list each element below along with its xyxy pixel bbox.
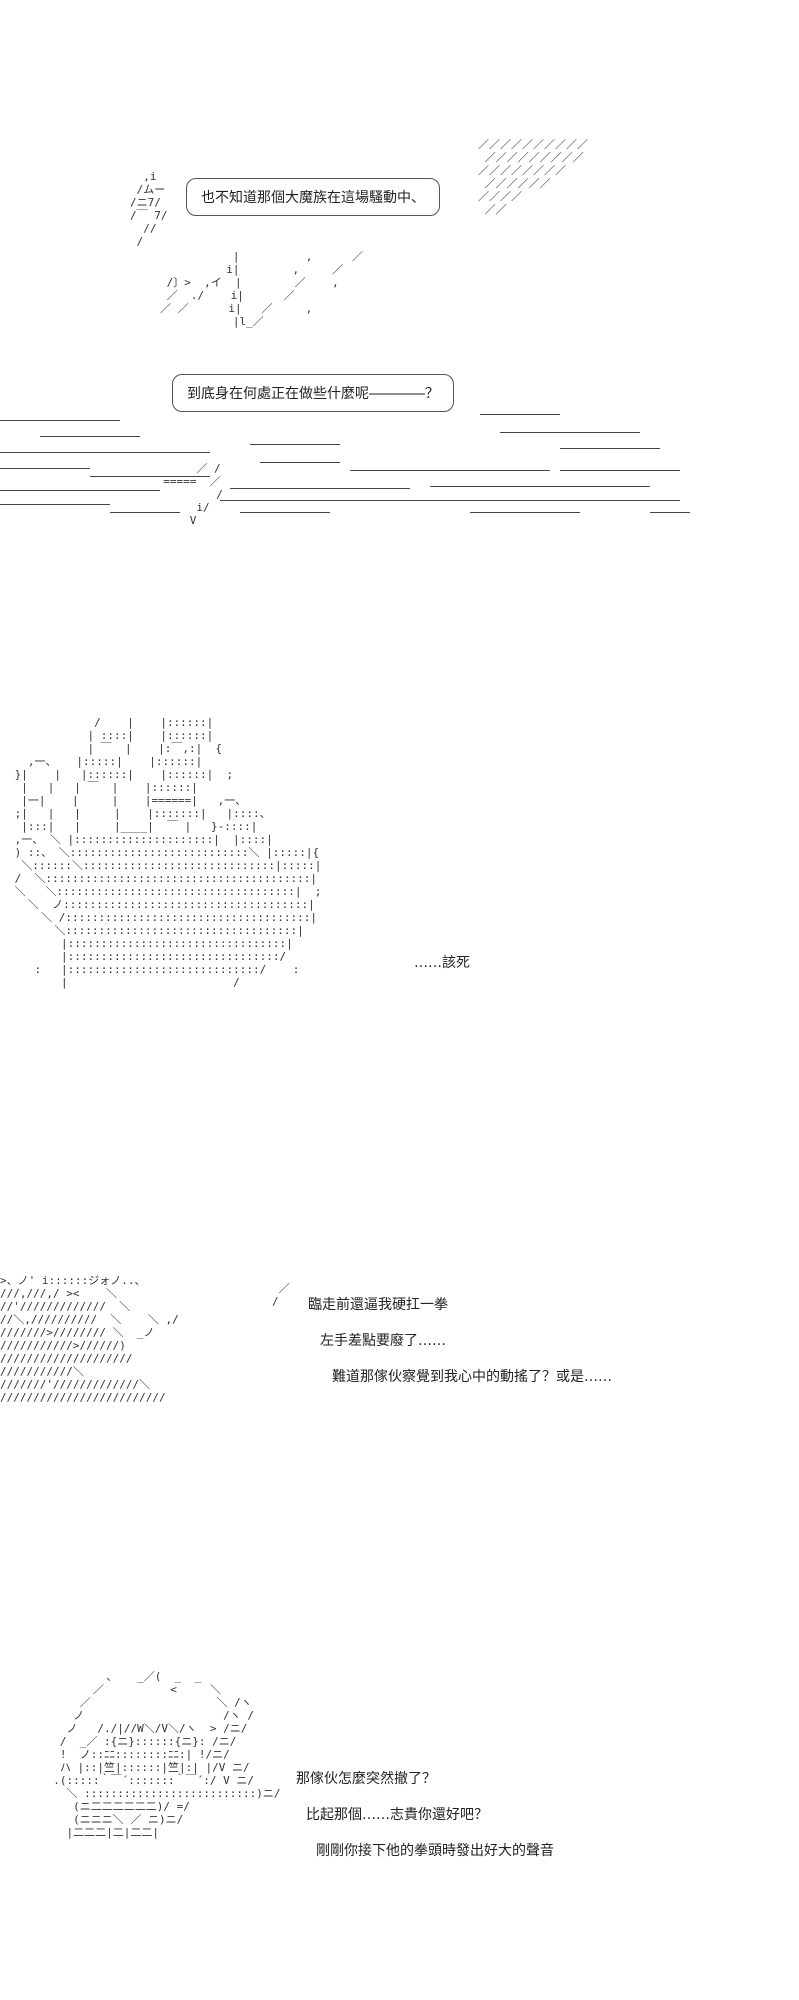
panel-4-line-1: 那傢伙怎麼突然撤了？ [296,1771,436,1787]
fist-art: >、ノ' i::::::ジォノ..、 ///,///,/ >< ＼ //'///… [0,1274,179,1404]
panel-4-line-3: 剛剛你接下他的拳頭時發出好大的聲音 [316,1843,554,1859]
panel-3: >、ノ' i::::::ジォノ..、 ///,///,/ >< ＼ //'///… [0,1260,799,1510]
rain-streaks-art: ／／／／／／／／／／ ／／／／／／／／／ ／／／／／／／／ ／／／／／／ ／／／… [478,138,588,216]
scene-figure-art: | , ／ i| , ／ /〕> ,イ | ／ , ／ ./ i| ／ ／ ／ … [160,250,364,328]
speech-bubble-2: 到底身在何處正在做些什麼呢――――？ [172,374,454,412]
panel-2: / | |::::::| | ::::| |::::::| | ￣ | |:￣,… [0,700,799,1100]
ground-art: ／ / ===== ／ / i/ V [163,462,223,527]
hand-art: / | |::::::| | ::::| |::::::| | ￣ | |:￣,… [14,716,322,989]
speed-line-art: ／ / [272,1282,290,1308]
panel-4-line-2: 比起那個……志貴你還好吧？ [306,1807,488,1823]
panel-2-caption: ……該死 [414,955,470,971]
left-figure-art: ,i /ムー /ニ7/ /￣ 7/ // / [130,170,168,248]
panel-3-line-3: 難道那傢伙察覺到我心中的動搖了？或是…… [332,1369,612,1385]
panel-1: ／／／／／／／／／／ ／／／／／／／／／ ／／／／／／／／ ／／／／／／ ／／／… [0,0,799,560]
panel-3-line-2: 左手差點要廢了…… [320,1333,446,1349]
speech-bubble-1: 也不知道那個大魔族在這場騷動中、 [186,178,440,216]
panel-4: 、 _／( _ _ ／ < ＼ ／ ＼ /ヽ ノ /ヽ / ノ /./|//W＼… [0,1650,799,1950]
panel-3-line-1: 臨走前還逼我硬扛一拳 [308,1297,448,1313]
character-face-art: 、 _／( _ _ ／ < ＼ ／ ＼ /ヽ ノ /ヽ / ノ /./|//W＼… [53,1670,281,1839]
